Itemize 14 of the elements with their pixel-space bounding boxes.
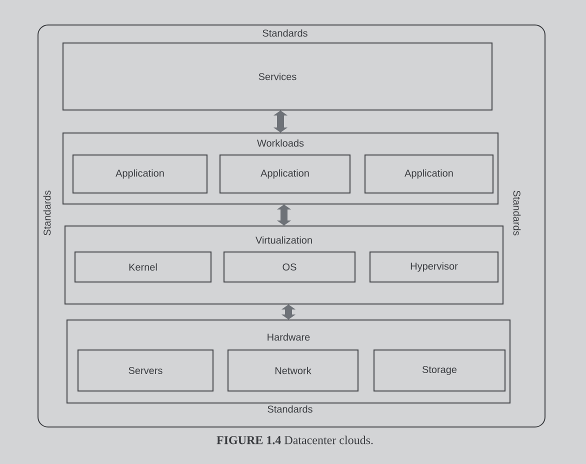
double-arrow	[273, 110, 288, 132]
double-arrow	[281, 304, 296, 320]
component-box: Network	[228, 350, 358, 392]
component-box: OS	[224, 252, 356, 282]
figure-caption: FIGURE 1.4 Datacenter clouds.	[216, 436, 373, 444]
component-box: Servers	[78, 350, 214, 392]
component-box: Application	[220, 154, 350, 194]
component-box: Application	[72, 154, 208, 194]
component-box: Services	[62, 42, 492, 110]
component-box: Hypervisor	[370, 252, 498, 282]
component-box: Storage	[374, 350, 506, 392]
component-box: Kernel	[74, 252, 212, 282]
double-arrow	[276, 204, 292, 226]
component-box: Application	[364, 154, 494, 194]
